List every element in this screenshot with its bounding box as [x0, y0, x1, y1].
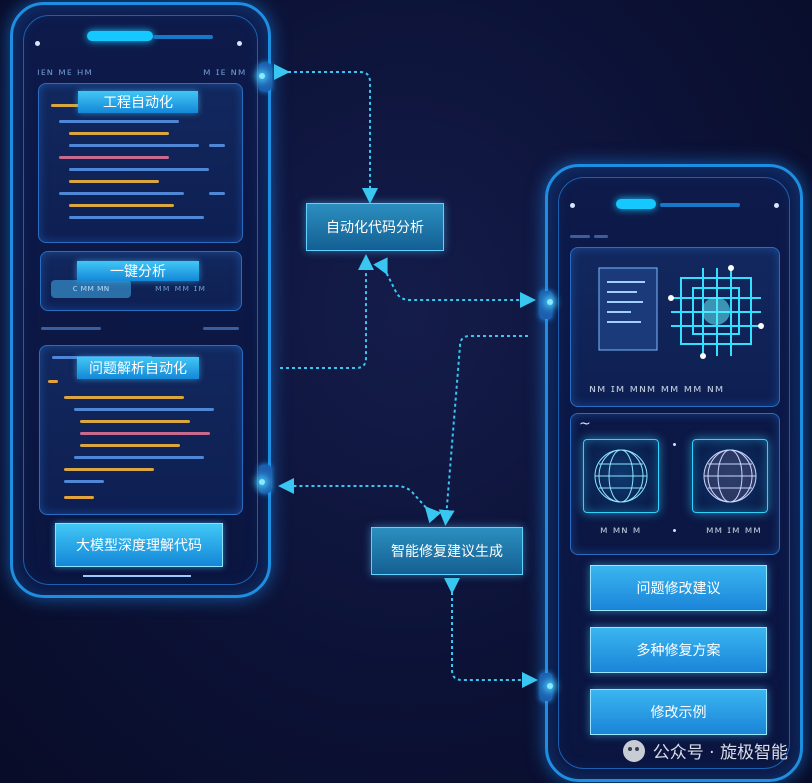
- right-phone-camera-dot: [774, 203, 779, 208]
- code-line: [59, 156, 169, 159]
- right-phone-notch: [616, 199, 656, 209]
- issue-fix-suggestion-button[interactable]: 问题修改建议: [590, 565, 767, 611]
- code-line: [64, 496, 94, 499]
- left-phone-home-bar: [83, 575, 191, 577]
- globe-icon: [703, 449, 757, 503]
- code-line: [80, 420, 190, 423]
- right-phone-side-button[interactable]: [540, 673, 552, 701]
- left-phone-camera-dot: [35, 41, 40, 46]
- label-one-click-analysis[interactable]: 一键分析: [77, 261, 199, 281]
- hero-panel: ɴᴍ ɪᴍ ᴍɴᴍ ᴍᴍ ᴍᴍ ɴᴍ: [570, 247, 780, 407]
- left-header-right: ᴍ ɪᴇ ɴᴍ: [203, 67, 247, 78]
- left-phone-side-button[interactable]: [259, 465, 271, 493]
- separator-dot: [673, 529, 676, 532]
- code-line: [74, 456, 204, 459]
- hero-caption: ɴᴍ ɪᴍ ᴍɴᴍ ᴍᴍ ᴍᴍ ɴᴍ: [589, 382, 725, 395]
- separator-dot: [673, 443, 676, 446]
- divider-line: [594, 235, 608, 238]
- globe-section: ~: [570, 413, 780, 555]
- multiple-fix-options-button[interactable]: 多种修复方案: [590, 627, 767, 673]
- code-line: [69, 132, 169, 135]
- arrow-fix-to-right-phone-bottom: [444, 578, 538, 688]
- watermark: 公众号 · 旋极智能: [622, 738, 788, 763]
- code-line: [74, 408, 214, 411]
- label-issue-parse-automation: 问题解析自动化: [77, 357, 199, 379]
- left-phone-inner-frame: [23, 15, 258, 585]
- label-engineering-automation: 工程自动化: [78, 91, 198, 113]
- code-line: [209, 192, 225, 195]
- code-line: [64, 468, 154, 471]
- left-header-left: ıᴇɴ ᴍᴇ ʜᴍ: [37, 67, 93, 78]
- divider-line: [203, 327, 239, 330]
- right-phone-notch-bar: [660, 203, 740, 207]
- code-line: [80, 432, 210, 435]
- left-phone-side-button[interactable]: [259, 63, 271, 91]
- watermark-text: 公众号 · 旋极智能: [652, 743, 788, 763]
- left-connector-dot-top: [259, 73, 265, 79]
- right-phone-side-button[interactable]: [540, 291, 552, 319]
- globe-card-left[interactable]: [583, 439, 659, 513]
- code-line: [209, 144, 225, 147]
- right-connector-dot-bottom: [547, 683, 553, 689]
- globe-right-caption: ᴍᴍ ɪᴍ ᴍᴍ: [706, 525, 762, 536]
- right-phone-camera-dot: [570, 203, 575, 208]
- code-line: [64, 396, 184, 399]
- code-line: [69, 168, 209, 171]
- left-phone-notch-bar: [153, 35, 213, 39]
- label-smart-fix-generation: 智能修复建议生成: [371, 527, 523, 575]
- arrow-fix-to-left-phone: [278, 478, 442, 524]
- code-line: [64, 480, 104, 483]
- divider-line: [41, 327, 101, 330]
- code-line: [59, 120, 179, 123]
- code-line: [69, 204, 174, 207]
- code-line: [51, 104, 91, 107]
- code-line: [48, 380, 58, 383]
- right-phone-inner-frame: [558, 177, 790, 769]
- left-phone-camera-dot: [237, 41, 242, 46]
- fix-example-button[interactable]: 修改示例: [590, 689, 767, 735]
- code-line: [69, 216, 204, 219]
- left-phone-notch: [87, 31, 153, 41]
- divider-line: [570, 235, 590, 238]
- analyze-panel: ᴄ ᴍᴍ ᴍɴ ᴍᴍ ᴍᴍ ɪᴍ: [40, 251, 242, 311]
- left-phone: ıᴇɴ ᴍᴇ ʜᴍ ᴍ ɪᴇ ɴᴍ 工程自动化 ᴄ ᴍᴍ ᴍɴ ᴍᴍ ᴍᴍ ɪᴍ…: [10, 2, 271, 598]
- code-line: [69, 144, 199, 147]
- left-connector-dot-bottom: [259, 479, 265, 485]
- arrow-analysis-to-right-phone: [373, 257, 536, 308]
- right-phone: ɴᴍ ɪᴍ ᴍɴᴍ ᴍᴍ ᴍᴍ ɴᴍ ~: [540, 164, 803, 782]
- analyze-inner-button[interactable]: ᴄ ᴍᴍ ᴍɴ: [51, 280, 131, 298]
- code-line: [80, 444, 180, 447]
- wechat-icon: [622, 739, 645, 762]
- arrow-top-left-to-analysis: [274, 64, 378, 204]
- label-llm-code-understanding: 大模型深度理解代码: [55, 523, 223, 567]
- globe-icon: [594, 449, 648, 503]
- tilde-icon: ~: [579, 416, 591, 432]
- code-line: [69, 180, 159, 183]
- analyze-side-text: ᴍᴍ ᴍᴍ ɪᴍ: [155, 284, 207, 294]
- arrow-right-phone-to-fix: [438, 335, 528, 526]
- label-auto-code-analysis: 自动化代码分析: [306, 203, 444, 251]
- globe-left-caption: ᴍ ᴍɴ ᴍ: [600, 525, 642, 536]
- right-connector-dot-top: [547, 299, 553, 305]
- arrow-left-panel-to-analysis: [280, 254, 374, 369]
- circuit-chip-illustration: [598, 265, 764, 359]
- code-line: [59, 192, 184, 195]
- globe-card-right[interactable]: [692, 439, 768, 513]
